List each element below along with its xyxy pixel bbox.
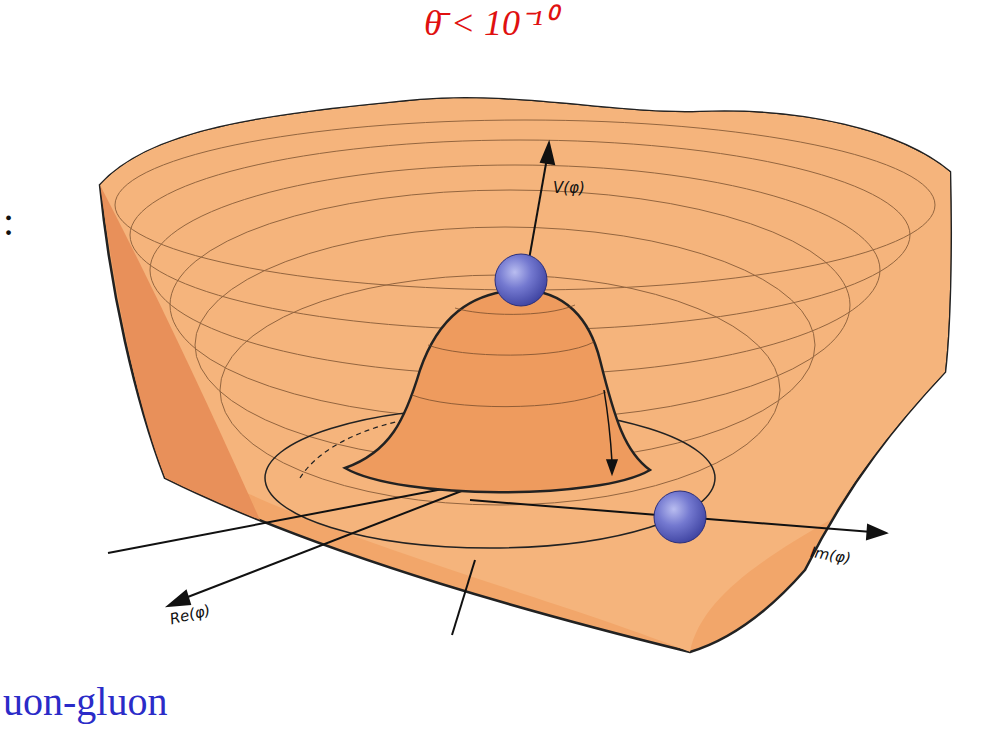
fragment-text: uon-gluon [3,680,167,724]
axis-label: Re(φ) [168,602,212,628]
hump-contours [412,305,606,407]
bowl-outer [100,98,951,652]
ball-bottom [654,491,706,543]
bowl-wall [100,185,260,520]
axes [108,143,886,635]
contour-lines [115,120,935,505]
axis-label: Im(φ) [809,544,852,567]
ball-top [495,254,547,306]
theta-bound: θ̄ < 10⁻¹⁰ [424,4,556,44]
central-hump [345,290,650,492]
axis-label: V(φ) [553,180,585,197]
roll-arrow [604,390,617,474]
fragment-text: : [3,200,14,244]
bowl-inner [100,98,951,652]
